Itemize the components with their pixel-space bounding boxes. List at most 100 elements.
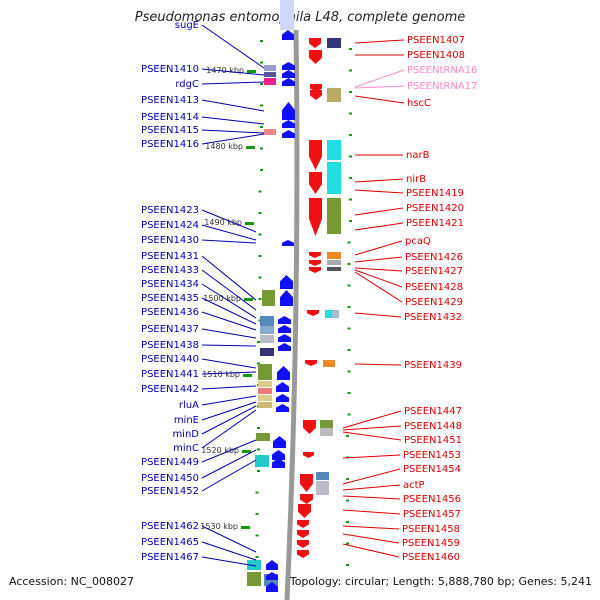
reverse-gene-arrow[interactable] [309, 260, 321, 266]
forward-gene-arrow[interactable] [272, 458, 285, 468]
left-gene-label[interactable]: PSEEN1413 [141, 95, 199, 106]
left-gene-label[interactable]: PSEEN1462 [141, 521, 199, 532]
right-gene-label[interactable]: PSEEN1419 [406, 188, 464, 199]
forward-gene-arrow[interactable] [282, 240, 294, 246]
forward-gene-arrow[interactable] [276, 382, 289, 392]
forward-gene-arrow[interactable] [280, 290, 293, 306]
left-gene-label[interactable]: PSEEN1450 [141, 473, 199, 484]
forward-gene-arrow[interactable] [282, 120, 295, 128]
right-gene-label[interactable]: PSEEN1454 [403, 464, 461, 475]
left-gene-label[interactable]: PSEEN1431 [141, 251, 199, 262]
reverse-gene-arrow[interactable] [309, 50, 322, 64]
forward-gene-arrow[interactable] [266, 572, 278, 580]
forward-gene-arrow[interactable] [278, 325, 291, 333]
right-gene-label[interactable]: PSEEN1408 [407, 50, 465, 61]
reverse-gene-arrow[interactable] [300, 474, 313, 492]
left-gene-label[interactable]: PSEEN1435 [141, 293, 199, 304]
forward-gene-arrow[interactable] [282, 30, 294, 40]
left-gene-label[interactable]: PSEEN1414 [141, 112, 199, 123]
left-gene-label[interactable]: PSEEN1410 [141, 64, 199, 75]
reverse-gene-arrow[interactable] [309, 140, 322, 170]
reverse-gene-arrow[interactable] [298, 504, 311, 518]
right-gene-label[interactable]: PSEENtRNA17 [407, 81, 477, 92]
right-gene-label[interactable]: PSEEN1420 [406, 203, 464, 214]
reverse-gene-arrow[interactable] [309, 267, 321, 273]
forward-gene-arrow[interactable] [276, 394, 289, 402]
forward-gene-arrow[interactable] [266, 560, 278, 570]
right-gene-label[interactable]: hscC [407, 98, 431, 109]
left-gene-label[interactable]: PSEEN1433 [141, 265, 199, 276]
reverse-gene-arrow[interactable] [297, 540, 309, 548]
left-gene-label[interactable]: minE [174, 415, 199, 426]
forward-gene-arrow[interactable] [280, 275, 293, 289]
right-gene-label[interactable]: PSEEN1426 [405, 252, 463, 263]
reverse-gene-arrow[interactable] [307, 310, 319, 316]
left-gene-label[interactable]: PSEEN1449 [141, 457, 199, 468]
left-gene-label[interactable]: minC [173, 443, 199, 454]
right-gene-label[interactable]: PSEEN1448 [404, 421, 462, 432]
forward-gene-arrow[interactable] [282, 102, 295, 120]
right-gene-label[interactable]: actP [403, 480, 425, 491]
right-gene-label[interactable]: PSEEN1453 [403, 450, 461, 461]
right-gene-label[interactable]: PSEEN1432 [404, 312, 462, 323]
left-gene-label[interactable]: PSEEN1467 [141, 552, 199, 563]
right-gene-label[interactable]: PSEEN1456 [403, 494, 461, 505]
left-gene-label[interactable]: PSEEN1438 [141, 340, 199, 351]
forward-gene-arrow[interactable] [278, 334, 291, 342]
forward-gene-arrow[interactable] [266, 582, 278, 592]
right-gene-label[interactable]: PSEEN1459 [402, 538, 460, 549]
right-gene-label[interactable]: pcaQ [405, 236, 431, 247]
left-gene-label[interactable]: PSEEN1430 [141, 235, 199, 246]
left-gene-label[interactable]: PSEEN1465 [141, 537, 199, 548]
left-gene-label[interactable]: minD [172, 429, 199, 440]
right-gene-label[interactable]: PSEENtRNA16 [407, 65, 477, 76]
right-gene-label[interactable]: PSEEN1447 [404, 406, 462, 417]
reverse-gene-arrow[interactable] [309, 38, 321, 48]
left-gene-label[interactable]: PSEEN1441 [141, 369, 199, 380]
reverse-gene-arrow[interactable] [305, 360, 317, 366]
reverse-gene-arrow[interactable] [303, 420, 316, 434]
right-gene-label[interactable]: nirB [406, 174, 426, 185]
reverse-gene-arrow[interactable] [297, 520, 309, 528]
forward-gene-arrow[interactable] [282, 70, 295, 78]
right-gene-label[interactable]: PSEEN1428 [405, 282, 463, 293]
reverse-gene-arrow[interactable] [297, 530, 309, 538]
forward-gene-arrow[interactable] [282, 130, 295, 138]
left-gene-label[interactable]: PSEEN1434 [141, 279, 199, 290]
left-gene-label[interactable]: sugE [175, 20, 199, 31]
right-gene-label[interactable]: PSEEN1439 [404, 360, 462, 371]
right-gene-label[interactable]: PSEEN1457 [403, 509, 461, 520]
gene-labels[interactable]: sugEPSEEN1410rdgCPSEEN1413PSEEN1414PSEEN… [141, 20, 477, 563]
right-gene-label[interactable]: PSEEN1460 [402, 552, 460, 563]
forward-gene-arrow[interactable] [272, 450, 285, 460]
reverse-gene-arrow[interactable] [310, 90, 322, 100]
right-gene-label[interactable]: PSEEN1421 [406, 218, 464, 229]
reverse-gene-arrow[interactable] [303, 452, 314, 458]
reverse-gene-arrow[interactable] [300, 494, 313, 504]
forward-gene-arrow[interactable] [282, 78, 295, 86]
left-gene-label[interactable]: PSEEN1416 [141, 139, 199, 150]
left-gene-label[interactable]: PSEEN1436 [141, 307, 199, 318]
left-gene-label[interactable]: PSEEN1415 [141, 125, 199, 136]
left-gene-label[interactable]: rluA [179, 400, 199, 411]
right-gene-label[interactable]: PSEEN1458 [402, 524, 460, 535]
right-gene-label[interactable]: PSEEN1427 [405, 266, 463, 277]
forward-gene-arrow[interactable] [282, 62, 295, 70]
right-gene-label[interactable]: PSEEN1451 [404, 435, 462, 446]
forward-gene-arrow[interactable] [278, 316, 291, 324]
left-gene-label[interactable]: PSEEN1424 [141, 220, 199, 231]
reverse-gene-arrow[interactable] [297, 550, 309, 558]
left-gene-label[interactable]: rdgC [175, 79, 199, 90]
right-gene-label[interactable]: narB [406, 150, 430, 161]
left-gene-label[interactable]: PSEEN1442 [141, 384, 199, 395]
right-gene-label[interactable]: PSEEN1407 [407, 35, 465, 46]
right-gene-label[interactable]: PSEEN1429 [405, 297, 463, 308]
reverse-gene-arrow[interactable] [309, 198, 322, 236]
forward-gene-arrow[interactable] [278, 343, 291, 351]
forward-gene-arrow[interactable] [277, 366, 290, 380]
forward-gene-arrow[interactable] [276, 404, 289, 412]
forward-gene-arrow[interactable] [273, 436, 286, 448]
left-gene-label[interactable]: PSEEN1440 [141, 354, 199, 365]
reverse-gene-arrow[interactable] [309, 172, 322, 194]
left-gene-label[interactable]: PSEEN1423 [141, 205, 199, 216]
